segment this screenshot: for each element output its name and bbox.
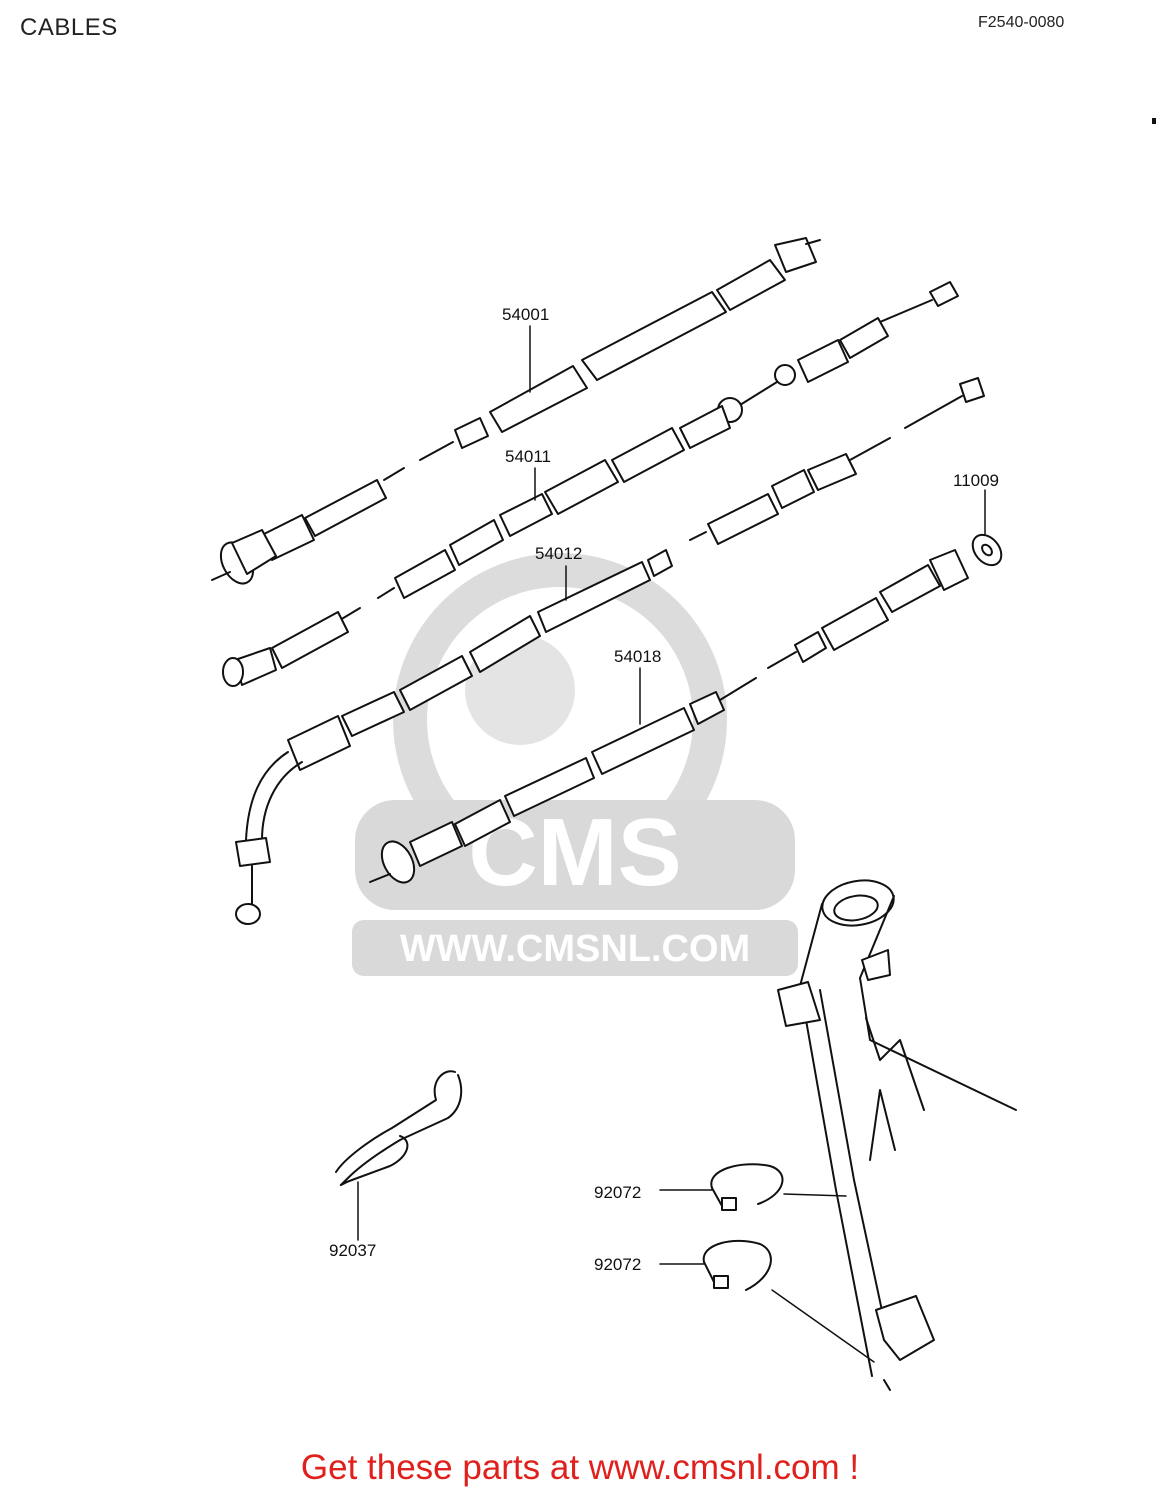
cable-54012 — [235, 377, 985, 925]
callout-54011: 54011 — [505, 447, 551, 466]
callout-92072-upper: 92072 — [594, 1183, 641, 1202]
callout-54001: 54001 — [502, 305, 549, 324]
callout-54012: 54012 — [535, 544, 582, 563]
leader-lines — [357, 325, 986, 1363]
clamp-92072-lower — [702, 1239, 772, 1291]
callout-92037: 92037 — [329, 1241, 376, 1260]
watermark-url: WWW.CMSNL.COM — [400, 928, 750, 970]
callout-92072-lower: 92072 — [594, 1255, 641, 1274]
cable-guide-92037 — [335, 1070, 463, 1186]
watermark: CMS WWW.CMSNL.COM — [352, 553, 798, 976]
callout-labels: 54001 54011 54012 54018 11009 92037 9207… — [329, 305, 999, 1274]
frame-section — [777, 879, 1017, 1391]
footer-shop-link[interactable]: Get these parts at www.cmsnl.com ! — [300, 1448, 860, 1487]
cable-54018 — [369, 549, 969, 884]
clamp-92072-upper — [710, 1163, 784, 1211]
cable-54011 — [222, 281, 959, 687]
washer-11009 — [971, 533, 1003, 567]
callout-54018: 54018 — [614, 647, 661, 666]
cable-54001 — [211, 237, 821, 585]
page-title: CABLES — [20, 14, 118, 41]
diagram-code: F2540-0080 — [978, 14, 1065, 31]
callout-11009: 11009 — [953, 471, 999, 490]
